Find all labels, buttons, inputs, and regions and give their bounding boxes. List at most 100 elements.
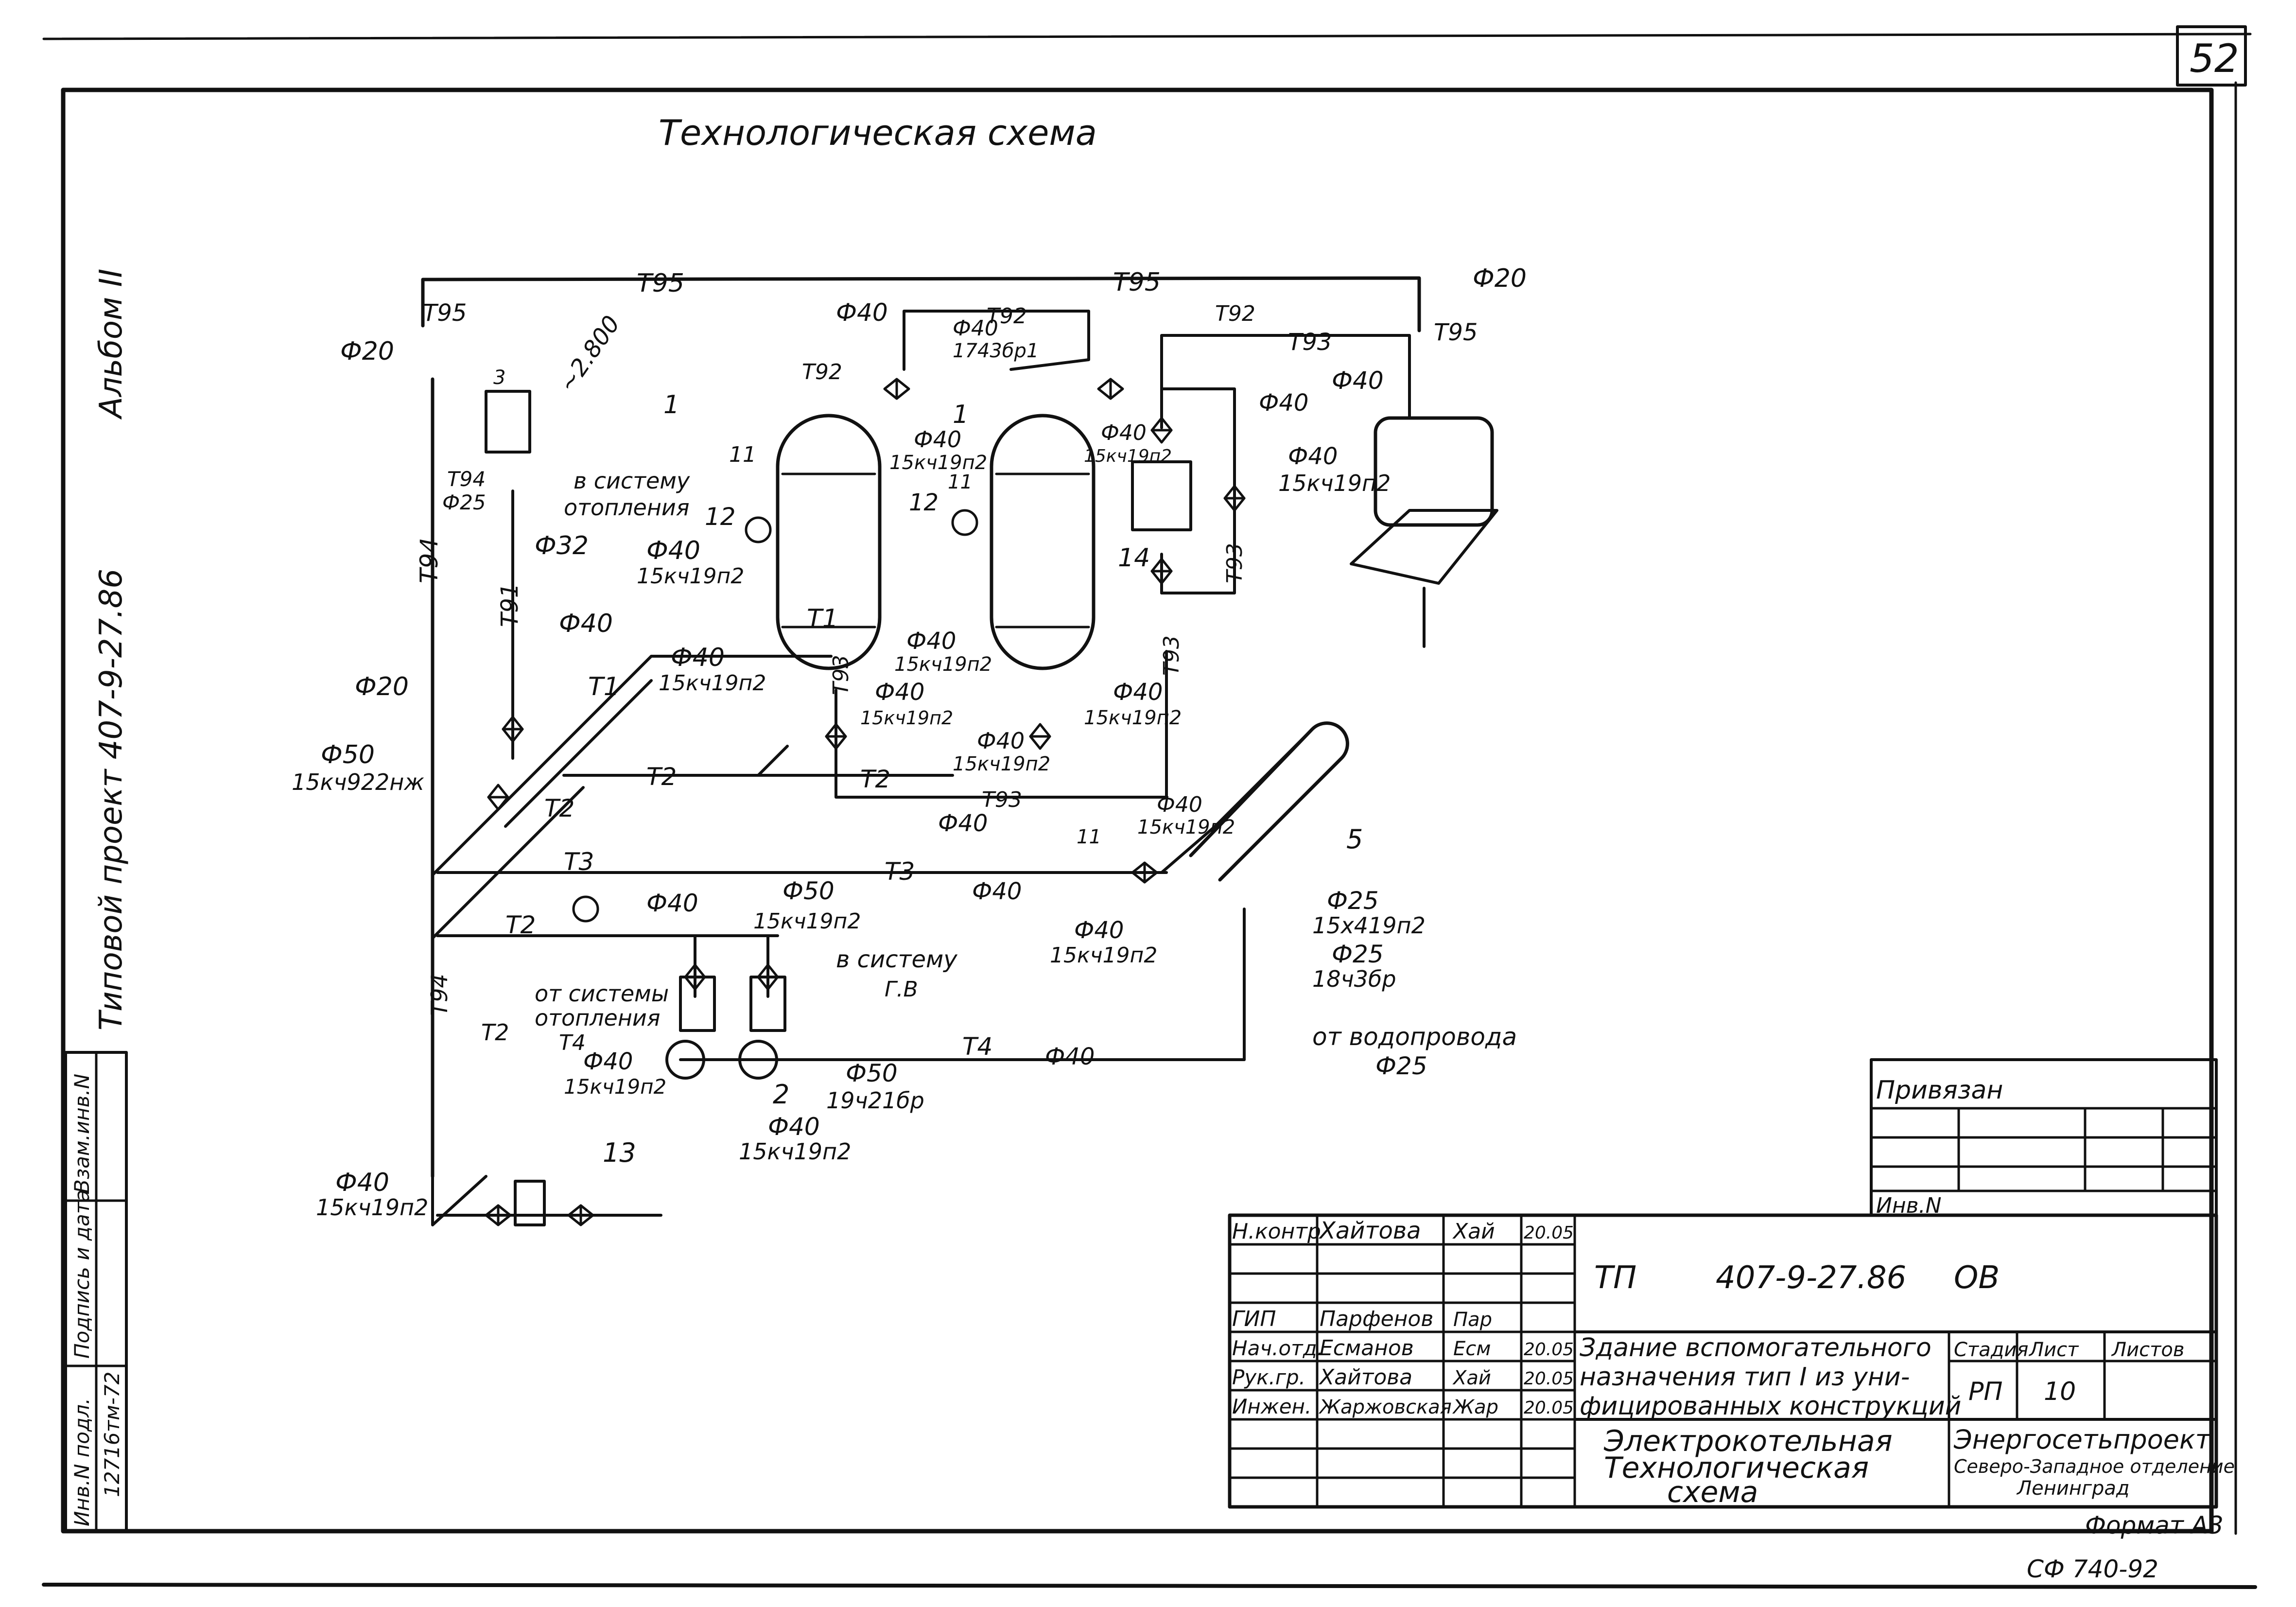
label-valve-j: 15кч19п2 [659,671,766,696]
label-f40-f: Ф40 [1101,420,1147,445]
label-t3-b: T3 [885,857,915,886]
date-3: 20.05 [1524,1340,1574,1360]
label-level: ~2.800 [554,311,626,397]
label-f40-r: Ф40 [1157,792,1202,817]
valve-icon [502,716,524,743]
label-f40-s: Ф40 [1074,917,1124,944]
label-t1-a: T1 [807,604,838,633]
tanks [572,414,1096,923]
label-t91: T91 [496,583,523,627]
label-f40-d: Ф40 [1259,389,1308,417]
tank-right [990,414,1096,670]
date-0: 20.05 [1524,1223,1574,1243]
name-5: Жаржовская [1318,1396,1452,1418]
label-t92-c: T92 [1215,301,1255,326]
label-to-hot-water: в систему [836,946,957,973]
label-t92-a: T92 [987,304,1027,329]
label-f40-v: Ф40 [768,1113,820,1141]
stamp-column: Взам.инв.N Подпись и дата Инв.N подл. 12… [64,1051,128,1533]
pos-2: 2 [773,1079,789,1110]
building-line-3: фицированных конструкций [1580,1392,1961,1421]
label-t94-low: T94 [426,974,452,1016]
name-3: Есманов [1320,1336,1414,1361]
label-valve-p: 15кч19п2 [1137,816,1235,838]
label-f40-p: Ф40 [972,878,1022,905]
drawing-line-2: Технологическая [1604,1451,1869,1485]
label-t95-top2: T95 [1113,268,1161,297]
label-t4: T4 [962,1032,992,1061]
pos-11b: 11 [948,471,973,493]
valve-icon [1131,861,1158,884]
name-2: Парфенов [1320,1307,1433,1331]
main-title-block: Н.контр Хайтова Хай 20.05 ГИП Парфенов П… [1228,1213,2235,1509]
format-label: Формат А3 [2085,1511,2224,1539]
drawing-line-3: схема [1667,1475,1758,1509]
label-f40-t: Ф40 [1045,1043,1095,1070]
piping-scheme [421,276,1421,1226]
role-5: Инжен. [1232,1395,1311,1418]
label-t95-right: T95 [1434,319,1478,346]
sheet-value: 10 [2044,1377,2076,1406]
building-line-1: Здание вспомогательного [1580,1333,1931,1362]
sheet-header: Лист [2028,1339,2079,1361]
valve-icon [825,723,847,750]
drawing-line-1: Электрокотельная [1603,1424,1893,1458]
valve-icon [883,378,910,400]
sign-4: Хай [1452,1367,1491,1389]
org-line-1: Энергосетьпроект [1953,1424,2211,1455]
label-f40-w: Ф40 [335,1168,389,1197]
label-valve-t: 15кч19п2 [564,1075,666,1099]
label-t94-left: T94 [447,467,486,491]
role-2: ГИП [1232,1307,1276,1331]
label-t2-d: T2 [505,911,536,939]
sign-3: Есм [1453,1338,1491,1360]
label-f25-b: Ф25 [1332,940,1384,968]
role-4: Рук.гр. [1232,1365,1305,1389]
pos-12a: 12 [705,503,736,531]
project-label: Типовой проект 407-9-27.86 [93,569,129,1031]
stamp-vzam-inv: Взам.инв.N [70,1074,94,1193]
pressure-gauge-icon [745,516,772,543]
label-valve-w: 15кч19п2 [316,1194,428,1221]
label-f25-left: Ф25 [442,490,486,514]
position-numbers: 1 1 11 11 11 12 12 3 14 5 2 13 [493,367,1363,1168]
pos-12b: 12 [909,489,939,516]
label-to-heating-2: отопления [564,494,690,521]
binding-block: Привязан Инв.N [1870,1058,2218,1218]
unit-14 [1131,460,1192,531]
label-t93-b: T93 [829,655,853,695]
pos-14: 14 [1118,543,1150,573]
label-f40-n: Ф40 [1113,679,1163,706]
label-f50-c: Ф50 [846,1059,898,1087]
sign-0: Хай [1452,1219,1495,1244]
stamp-inv-value: 12716тм-72 [100,1372,124,1497]
org-line-2: Северо-Западное отделение [1954,1456,2235,1477]
pos-11c: 11 [1077,826,1101,848]
label-t3-a: T3 [564,848,594,876]
label-f50-b: Ф50 [783,877,835,905]
label-f40-l: Ф40 [875,679,924,706]
label-f40-h: Ф40 [646,536,700,565]
label-valve-s: 18ч3бр [1312,966,1396,992]
pos-1a: 1 [663,390,679,419]
valve-icon [567,1204,594,1226]
label-t93-a: T93 [1288,329,1332,356]
pos-11a: 11 [729,442,756,467]
label-f40-u: Ф40 [583,1048,633,1075]
label-valve-v: 15кч19п2 [739,1138,851,1165]
label-t2-c: T2 [544,794,574,822]
doc-number: 407-9-27.86 [1716,1260,1906,1296]
pos-3: 3 [493,367,505,389]
label-t1-b: T1 [588,672,620,701]
label-f20-top: Ф20 [1473,264,1527,293]
drawing-title: Технологическая схема [659,112,1097,153]
valve-icon [684,963,706,991]
doc-code: ТП [1594,1260,1636,1296]
label-t2-a: T2 [646,763,677,791]
footer-code: СФ 740-92 [2027,1555,2158,1583]
electric-boiler [1350,416,1498,648]
label-f20-mid: Ф20 [355,672,409,701]
role-3: Нач.отд. [1232,1336,1323,1360]
org-line-3: Ленинград [2016,1477,2130,1500]
